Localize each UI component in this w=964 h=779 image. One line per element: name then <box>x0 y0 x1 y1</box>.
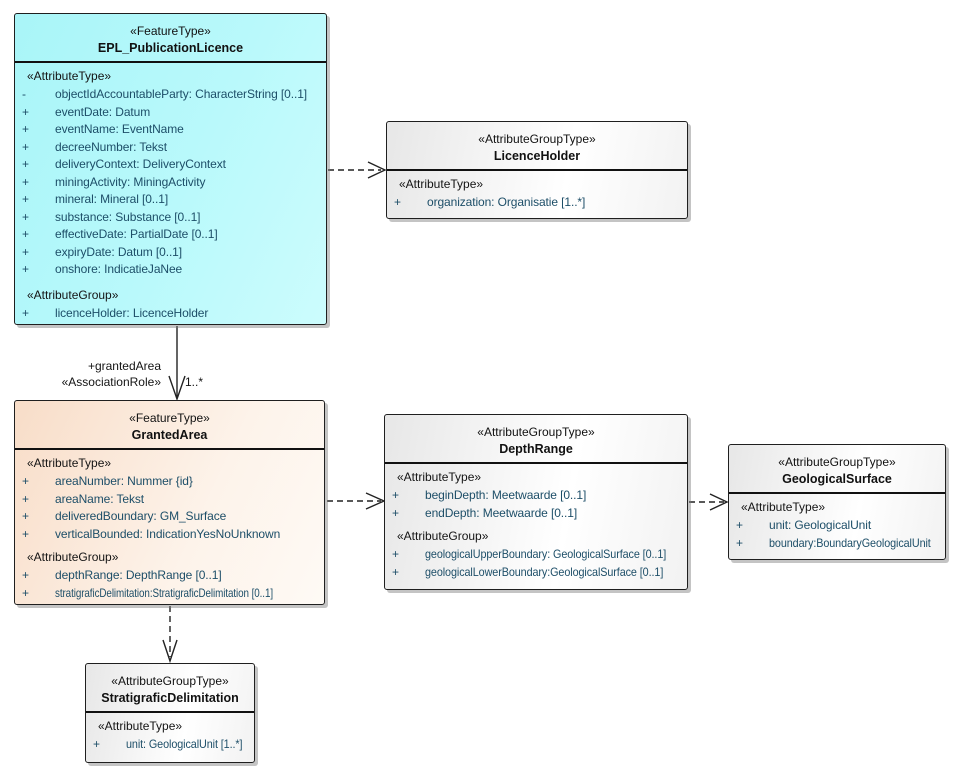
attribute-row: +expiryDate: Datum [0..1] <box>22 244 182 259</box>
attribute-row: +geologicalUpperBoundary: GeologicalSurf… <box>392 547 667 561</box>
association-role-name-label: +grantedArea <box>87 359 161 373</box>
attribute-row: +substance: Substance [0..1] <box>22 209 201 224</box>
attributes-compartment: «AttributeType» +unit: GeologicalUnit +b… <box>729 494 945 552</box>
section-heading: «AttributeType» <box>98 719 183 733</box>
attribute-row: +beginDepth: Meetwaarde [0..1] <box>392 488 587 502</box>
class-box-grantedarea[interactable]: «FeatureType» GrantedArea «AttributeType… <box>14 400 325 605</box>
class-header: «AttributeGroupType» GeologicalSurface <box>729 445 945 494</box>
section-heading: «AttributeType» <box>397 470 482 484</box>
connector-grantedarea-stratigraficdelimitation[interactable] <box>162 606 178 664</box>
class-name: DepthRange <box>499 442 573 456</box>
class-name: EPL_PublicationLicence <box>97 41 244 55</box>
stereotype-label: «AttributeGroupType» <box>778 455 896 469</box>
attribute-row: +mineral: Mineral [0..1] <box>22 192 169 206</box>
attribute-row: -objectIdAccountableParty: CharacterStri… <box>22 87 308 101</box>
class-box-stratigraficdelimitation[interactable]: «AttributeGroupType» StratigraficDelimit… <box>85 663 255 763</box>
class-name: GeologicalSurface <box>782 472 892 486</box>
attributes-compartment: «AttributeType» +beginDepth: Meetwaarde … <box>385 464 687 581</box>
section-heading: «AttributeGroup» <box>27 287 119 302</box>
class-name: GrantedArea <box>131 428 208 442</box>
attribute-row: +deliveryContext: DeliveryContext <box>22 157 226 171</box>
attribute-row: +onshore: IndicatieJaNee <box>22 262 183 276</box>
attributes-compartment: «AttributeType» -objectIdAccountablePart… <box>15 63 326 322</box>
attributes-compartment: «AttributeType» +unit: GeologicalUnit [1… <box>86 713 254 754</box>
attribute-row: +eventName: EventName <box>22 122 184 136</box>
attribute-row: +effectiveDate: PartialDate [0..1] <box>22 227 218 241</box>
section-heading: «AttributeType» <box>27 69 112 83</box>
attribute-row: +eventDate: Datum <box>22 104 151 119</box>
attribute-row: +boundary:BoundaryGeologicalUnit <box>736 535 931 550</box>
attributes-compartment: «AttributeType» +areaNumber: Nummer {id}… <box>15 450 324 602</box>
attributes-compartment: «AttributeType» +organization: Organisat… <box>387 171 687 212</box>
attribute-row: +verticalBounded: IndicationYesNoUnknown <box>22 526 281 541</box>
attribute-row: +miningActivity: MiningActivity <box>22 174 206 189</box>
section-heading: «AttributeType» <box>27 456 112 470</box>
class-box-licenceholder[interactable]: «AttributeGroupType» LicenceHolder «Attr… <box>386 121 688 219</box>
attribute-row: +stratigraficDelimitation:StratigraficDe… <box>22 585 273 600</box>
attribute-row: +licenceHolder: LicenceHolder <box>22 305 209 320</box>
attribute-row: +areaName: Tekst <box>22 491 144 506</box>
class-header: «AttributeGroupType» StratigraficDelimit… <box>86 664 254 713</box>
attribute-row: +endDepth: Meetwaarde [0..1] <box>392 505 578 520</box>
class-header: «FeatureType» GrantedArea <box>15 401 324 450</box>
association-stereotype-label: «AssociationRole» <box>61 375 161 389</box>
class-box-epl-publicationlicence[interactable]: «FeatureType» EPL_PublicationLicence «At… <box>14 13 327 325</box>
class-name: LicenceHolder <box>493 149 581 163</box>
class-header: «AttributeGroupType» DepthRange <box>385 415 687 464</box>
attribute-row: +deliveredBoundary: GM_Surface <box>22 509 227 523</box>
section-heading: «AttributeType» <box>741 500 826 514</box>
attribute-row: +unit: GeologicalUnit [1..*] <box>93 737 243 751</box>
stereotype-label: «AttributeGroupType» <box>477 425 595 439</box>
association-multiplicity-label: 1..* <box>185 375 204 389</box>
class-name: StratigraficDelimitation <box>101 691 239 705</box>
connector-grantedarea-depthrange[interactable] <box>327 492 386 510</box>
connector-depthrange-geologicalsurface[interactable] <box>689 493 729 511</box>
class-header: «FeatureType» EPL_PublicationLicence <box>15 14 326 63</box>
stereotype-label: «FeatureType» <box>129 411 210 425</box>
attribute-row: +geologicalLowerBoundary:GeologicalSurfa… <box>392 564 664 579</box>
section-heading: «AttributeGroup» <box>27 550 119 564</box>
class-box-geologicalsurface[interactable]: «AttributeGroupType» GeologicalSurface «… <box>728 444 946 560</box>
connector-epl-grantedarea[interactable] <box>168 326 186 402</box>
attribute-row: +decreeNumber: Tekst <box>22 139 167 154</box>
attribute-row: +unit: GeologicalUnit <box>736 518 872 532</box>
attribute-row: +areaNumber: Nummer {id} <box>22 474 193 488</box>
class-header: «AttributeGroupType» LicenceHolder <box>387 122 687 171</box>
stereotype-label: «AttributeGroupType» <box>111 674 229 688</box>
section-heading: «AttributeGroup» <box>397 529 489 543</box>
attribute-row: +organization: Organisatie [1..*] <box>394 195 586 209</box>
stereotype-label: «FeatureType» <box>130 24 211 38</box>
attribute-row: +depthRange: DepthRange [0..1] <box>22 568 222 582</box>
connector-epl-licenceholder[interactable] <box>328 161 387 179</box>
section-heading: «AttributeType» <box>399 177 484 191</box>
class-box-depthrange[interactable]: «AttributeGroupType» DepthRange «Attribu… <box>384 414 688 590</box>
stereotype-label: «AttributeGroupType» <box>478 132 596 146</box>
